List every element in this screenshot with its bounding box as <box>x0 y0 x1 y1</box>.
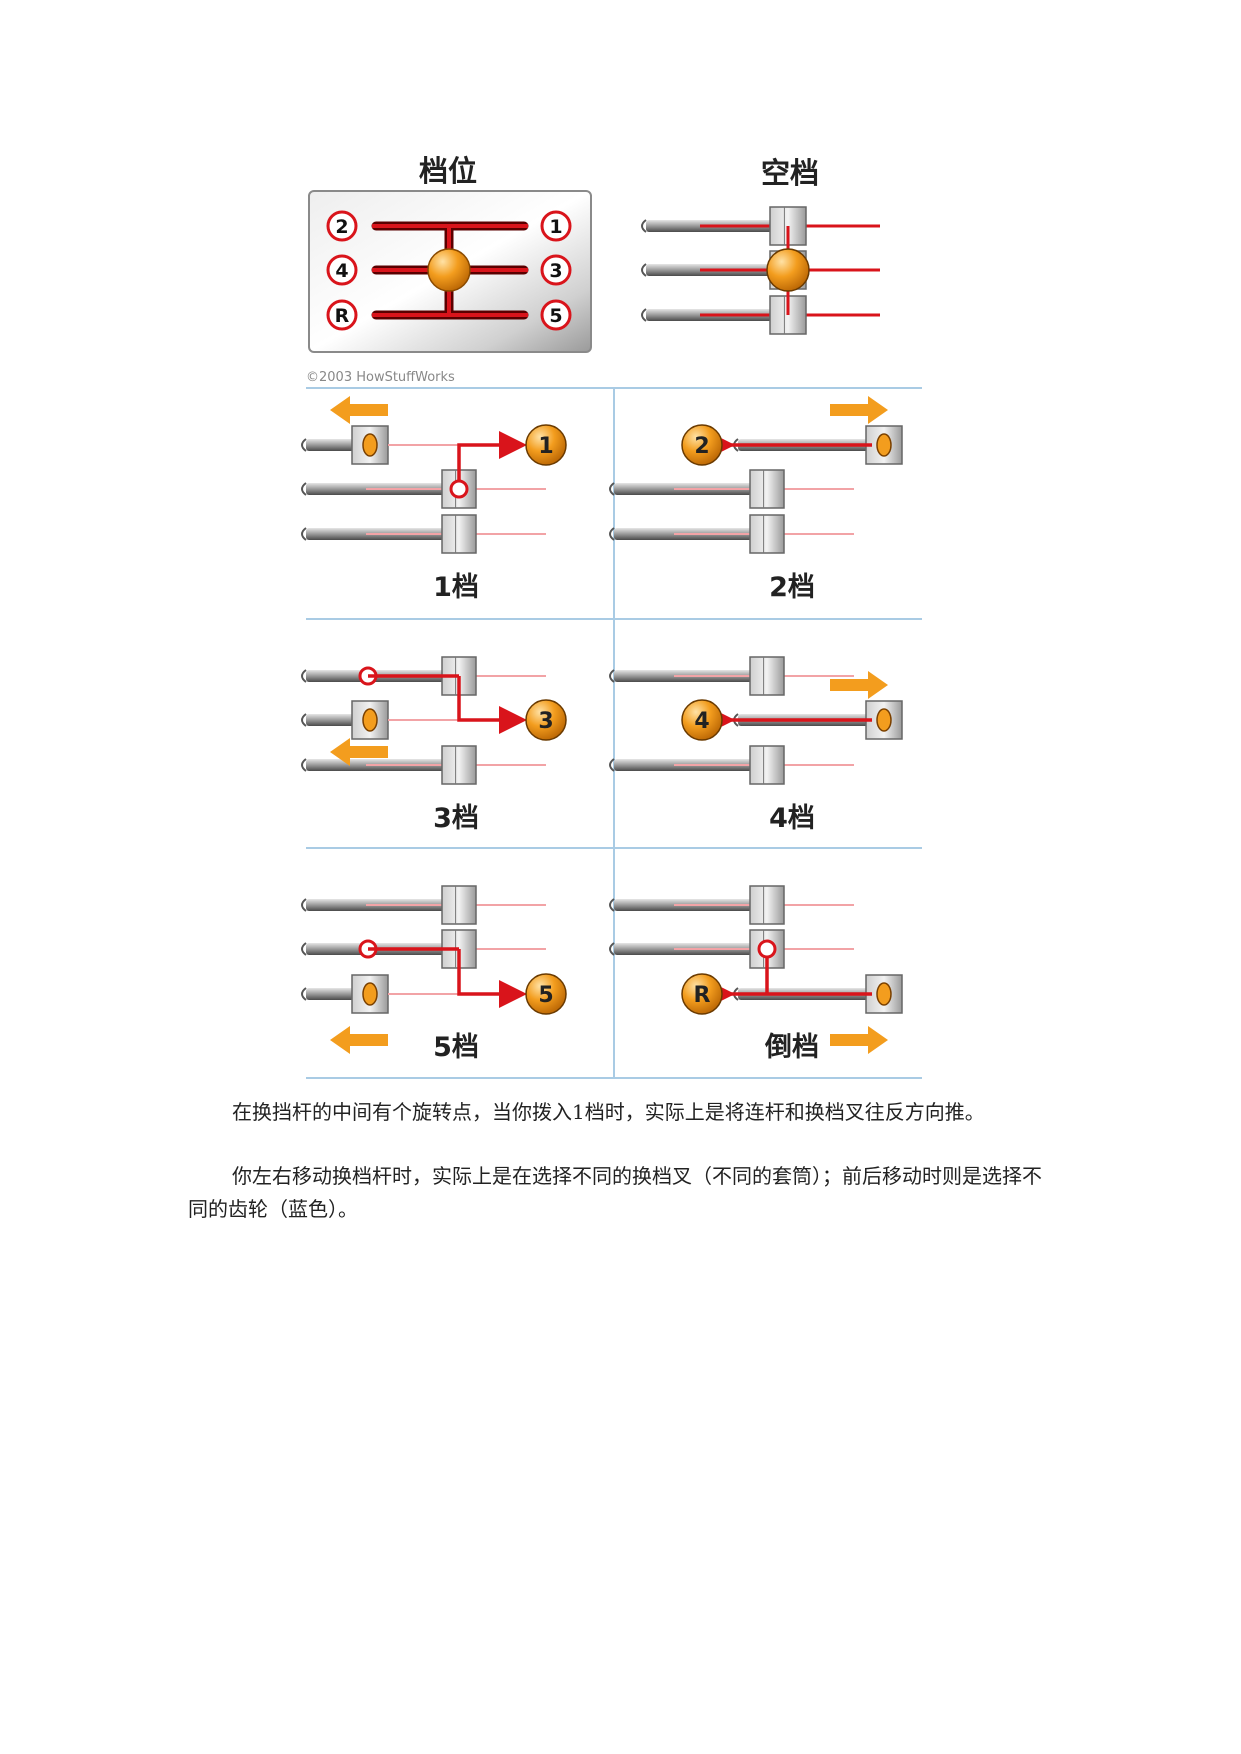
gear-panel-1: 1 1档 <box>301 396 567 603</box>
gear-panel-3: 3 3档 <box>301 656 567 834</box>
rod-end <box>301 987 307 1001</box>
rod-end <box>301 669 307 683</box>
arrow-right-icon <box>830 671 888 699</box>
sleeve <box>749 885 785 925</box>
gear-caption: 5档 <box>433 1032 479 1063</box>
rod-end <box>609 669 615 683</box>
paragraph-1: 在换挡杆的中间有个旋转点，当你拨入1档时，实际上是将连杆和换档叉往反方向推。 <box>232 1100 985 1124</box>
fork-pad <box>362 982 378 1006</box>
gear-caption: 3档 <box>433 803 479 834</box>
gear-ball-icon <box>525 973 567 1015</box>
shift-rod <box>306 714 354 726</box>
gear-position-ring <box>540 210 572 242</box>
gear-ball-icon <box>525 424 567 466</box>
sleeve <box>749 514 785 554</box>
gear-position-label: 3 <box>549 260 562 282</box>
rod-end <box>301 438 307 452</box>
gear-position-ring <box>326 299 358 331</box>
arrow-right-icon <box>830 1026 888 1054</box>
rod-end <box>641 263 647 277</box>
gear-ball-icon <box>525 699 567 741</box>
gear-ball-icon <box>681 699 723 741</box>
rod-end <box>609 482 615 496</box>
shift-rod <box>306 988 354 1000</box>
gear-position-ring <box>326 210 358 242</box>
rod-end <box>301 942 307 956</box>
rod-end <box>641 219 647 233</box>
gear-ball-label: 3 <box>538 709 553 734</box>
fork-pad <box>876 708 892 732</box>
copyright-text: ©2003 HowStuffWorks <box>306 370 455 385</box>
gear-panel-2: 2 2档 <box>609 396 903 603</box>
rod-end <box>301 482 307 496</box>
gear-caption: 4档 <box>769 803 815 834</box>
gear-panel-5: 5 5档 <box>301 885 567 1063</box>
gear-panel-6: R 倒档 <box>609 885 903 1063</box>
shift-knob-icon <box>427 248 471 292</box>
sleeve <box>441 745 477 785</box>
fork-pad <box>362 433 378 457</box>
gear-ball-label: 1 <box>538 434 553 459</box>
gear-ball-icon <box>681 973 723 1015</box>
gear-ball-label: 5 <box>538 983 553 1008</box>
rod-end <box>641 308 647 322</box>
gear-caption: 倒档 <box>764 1032 819 1063</box>
arrow-left-icon <box>330 738 388 766</box>
gear-position-label: R <box>335 305 350 327</box>
rod-end <box>301 713 307 727</box>
gear-position-ring <box>540 254 572 286</box>
rod-end <box>609 758 615 772</box>
pivot-point <box>757 939 777 959</box>
neutral-position-diagram <box>641 206 880 335</box>
sleeve <box>749 469 785 509</box>
gear-position-ring <box>326 254 358 286</box>
fork-pad <box>876 982 892 1006</box>
arrow-left-icon <box>330 396 388 424</box>
gear-position-ring <box>540 299 572 331</box>
shift-rod <box>306 439 354 451</box>
gear-position-label: 4 <box>335 260 348 282</box>
gear-ball-label: R <box>694 983 711 1008</box>
selector-path <box>457 949 527 1008</box>
rod-end <box>609 527 615 541</box>
fork-pad <box>876 433 892 457</box>
gear-ball-label: 2 <box>694 434 709 459</box>
neutral-title: 空档 <box>761 156 819 190</box>
shift-pattern-plate: 2 1 4 3R 5 <box>308 190 592 353</box>
sleeve <box>441 514 477 554</box>
rod-end <box>609 898 615 912</box>
gear-panels: 1 1档 2 2档 3 3档 4 4档 5 5档 R 倒档 <box>301 396 903 1063</box>
gear-panel-4: 4 4档 <box>609 656 903 834</box>
arrow-left-icon <box>330 1026 388 1054</box>
fork-pad <box>362 708 378 732</box>
gear-position-label: 1 <box>549 216 562 238</box>
rod-end <box>609 942 615 956</box>
gear-ball-label: 4 <box>694 709 709 734</box>
gear-position-label: 2 <box>335 216 348 238</box>
shift-knob-icon <box>766 248 810 292</box>
rod-end <box>301 527 307 541</box>
gear-caption: 2档 <box>769 572 815 603</box>
paragraph-2: 你左右移动换档杆时，实际上是在选择不同的换档叉（不同的套筒）；前后移动时则是选择… <box>188 1164 1042 1221</box>
sleeve <box>749 656 785 696</box>
sleeve <box>749 745 785 785</box>
gear-caption: 1档 <box>433 572 479 603</box>
rod-end <box>301 898 307 912</box>
gear-position-label: 5 <box>549 305 562 327</box>
rod-end <box>301 758 307 772</box>
pivot-point <box>449 479 469 499</box>
panel-grid <box>306 387 922 1079</box>
sleeve <box>441 885 477 925</box>
arrow-right-icon <box>830 396 888 424</box>
selector-path <box>457 431 527 489</box>
gear-ball-icon <box>681 424 723 466</box>
selector-path <box>457 676 527 734</box>
shift-pattern-title: 档位 <box>419 154 477 188</box>
